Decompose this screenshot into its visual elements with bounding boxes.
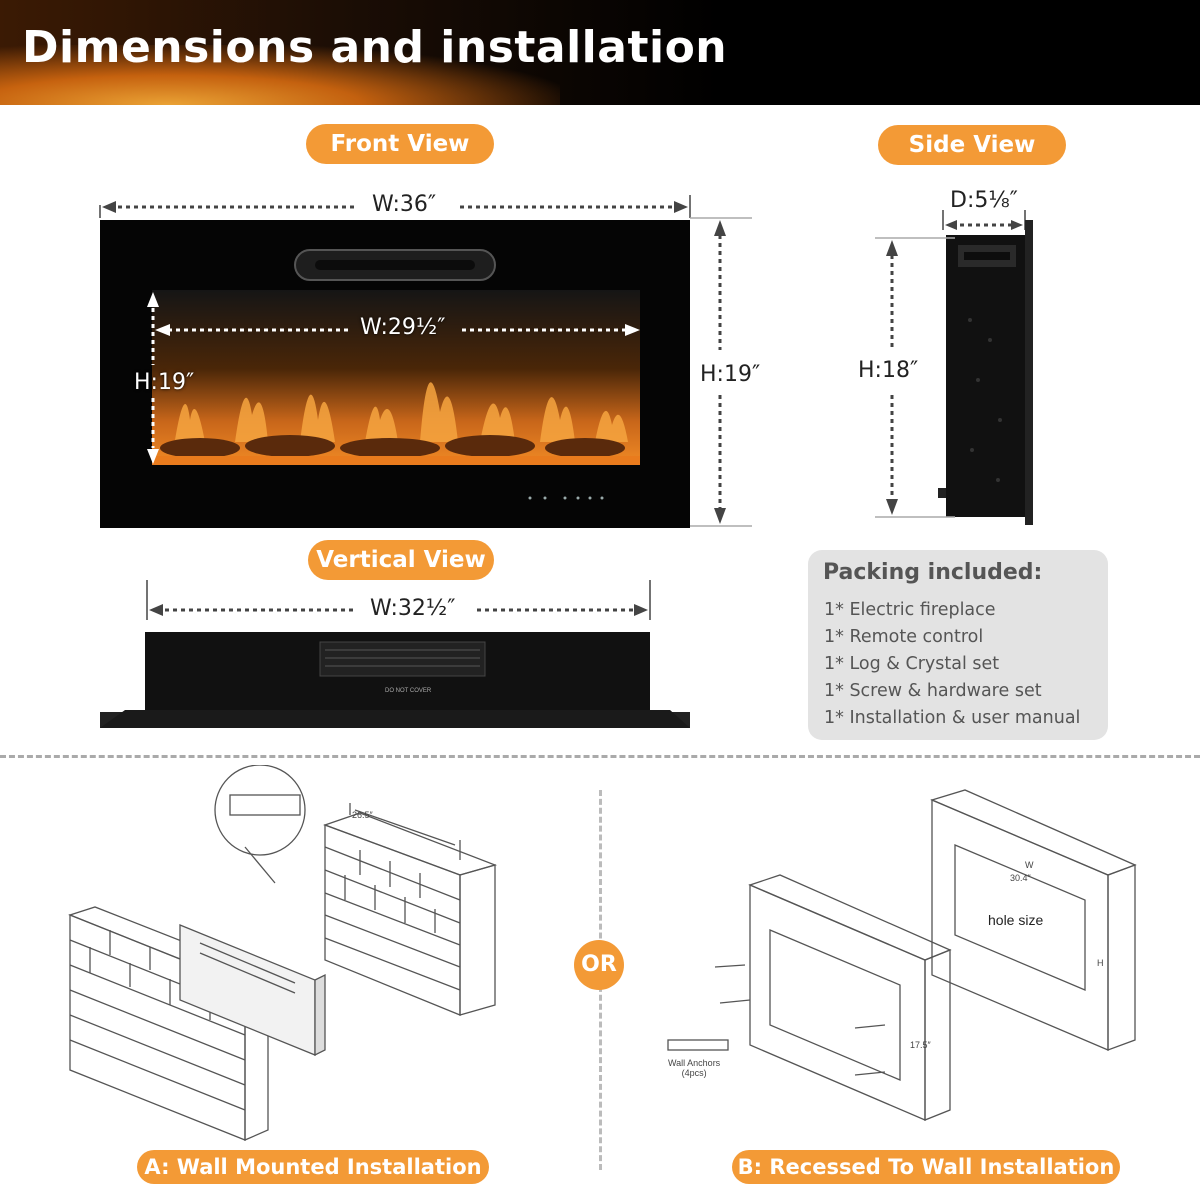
section-divider <box>0 755 1200 758</box>
vent-warning: DO NOT COVER <box>385 688 432 694</box>
list-item: 1* Screw & hardware set <box>824 681 1042 701</box>
list-item: 1* Electric fireplace <box>824 600 996 620</box>
wall-mounted-label: A: Wall Mounted Installation <box>137 1150 489 1184</box>
vertical-view-diagram <box>100 580 690 728</box>
packing-list: 1* Electric fireplace 1* Remote control … <box>824 597 1080 732</box>
front-inner-height: H:19″ <box>134 370 195 395</box>
hole-w-label: W <box>1025 860 1034 870</box>
front-outer-height: H:19″ <box>700 362 761 387</box>
header-banner: Dimensions and installation <box>0 0 1200 105</box>
hole-size-label: hole size <box>988 912 1044 928</box>
flame-background <box>0 45 560 105</box>
recessed-diagram <box>667 789 1137 1121</box>
page-title: Dimensions and installation <box>22 22 728 73</box>
recessed-label: B: Recessed To Wall Installation <box>732 1150 1120 1184</box>
wall-anchors-label: Wall Anchors (4pcs) <box>668 1058 721 1078</box>
hole-w-value: 30.4″ <box>1010 873 1031 883</box>
list-item: 1* Log & Crystal set <box>824 654 1000 674</box>
list-item: 1* Remote control <box>824 627 984 647</box>
front-outer-width: W:36″ <box>372 192 437 217</box>
vertical-width: W:32½″ <box>370 596 456 621</box>
packing-title: Packing included: <box>823 560 1043 585</box>
side-depth: D:5⅛″ <box>950 188 1018 213</box>
hole-h-label: H <box>1097 958 1104 968</box>
or-badge: OR <box>574 940 624 990</box>
bracket-spacing: 26.5″ <box>352 810 373 820</box>
front-view-label: Front View <box>306 124 494 164</box>
vertical-view-label: Vertical View <box>308 540 494 580</box>
side-height: H:18″ <box>858 358 919 383</box>
list-item: 1* Installation & user manual <box>824 708 1081 728</box>
side-view-diagram <box>875 210 1033 525</box>
wall-mount-diagram <box>68 765 498 1141</box>
hole-h-value: 17.5″ <box>910 1040 931 1050</box>
packing-panel: Packing included: 1* Electric fireplace … <box>808 550 1108 740</box>
side-view-label: Side View <box>878 125 1066 165</box>
front-view-diagram <box>99 195 752 528</box>
front-inner-width: W:29½″ <box>360 315 446 340</box>
